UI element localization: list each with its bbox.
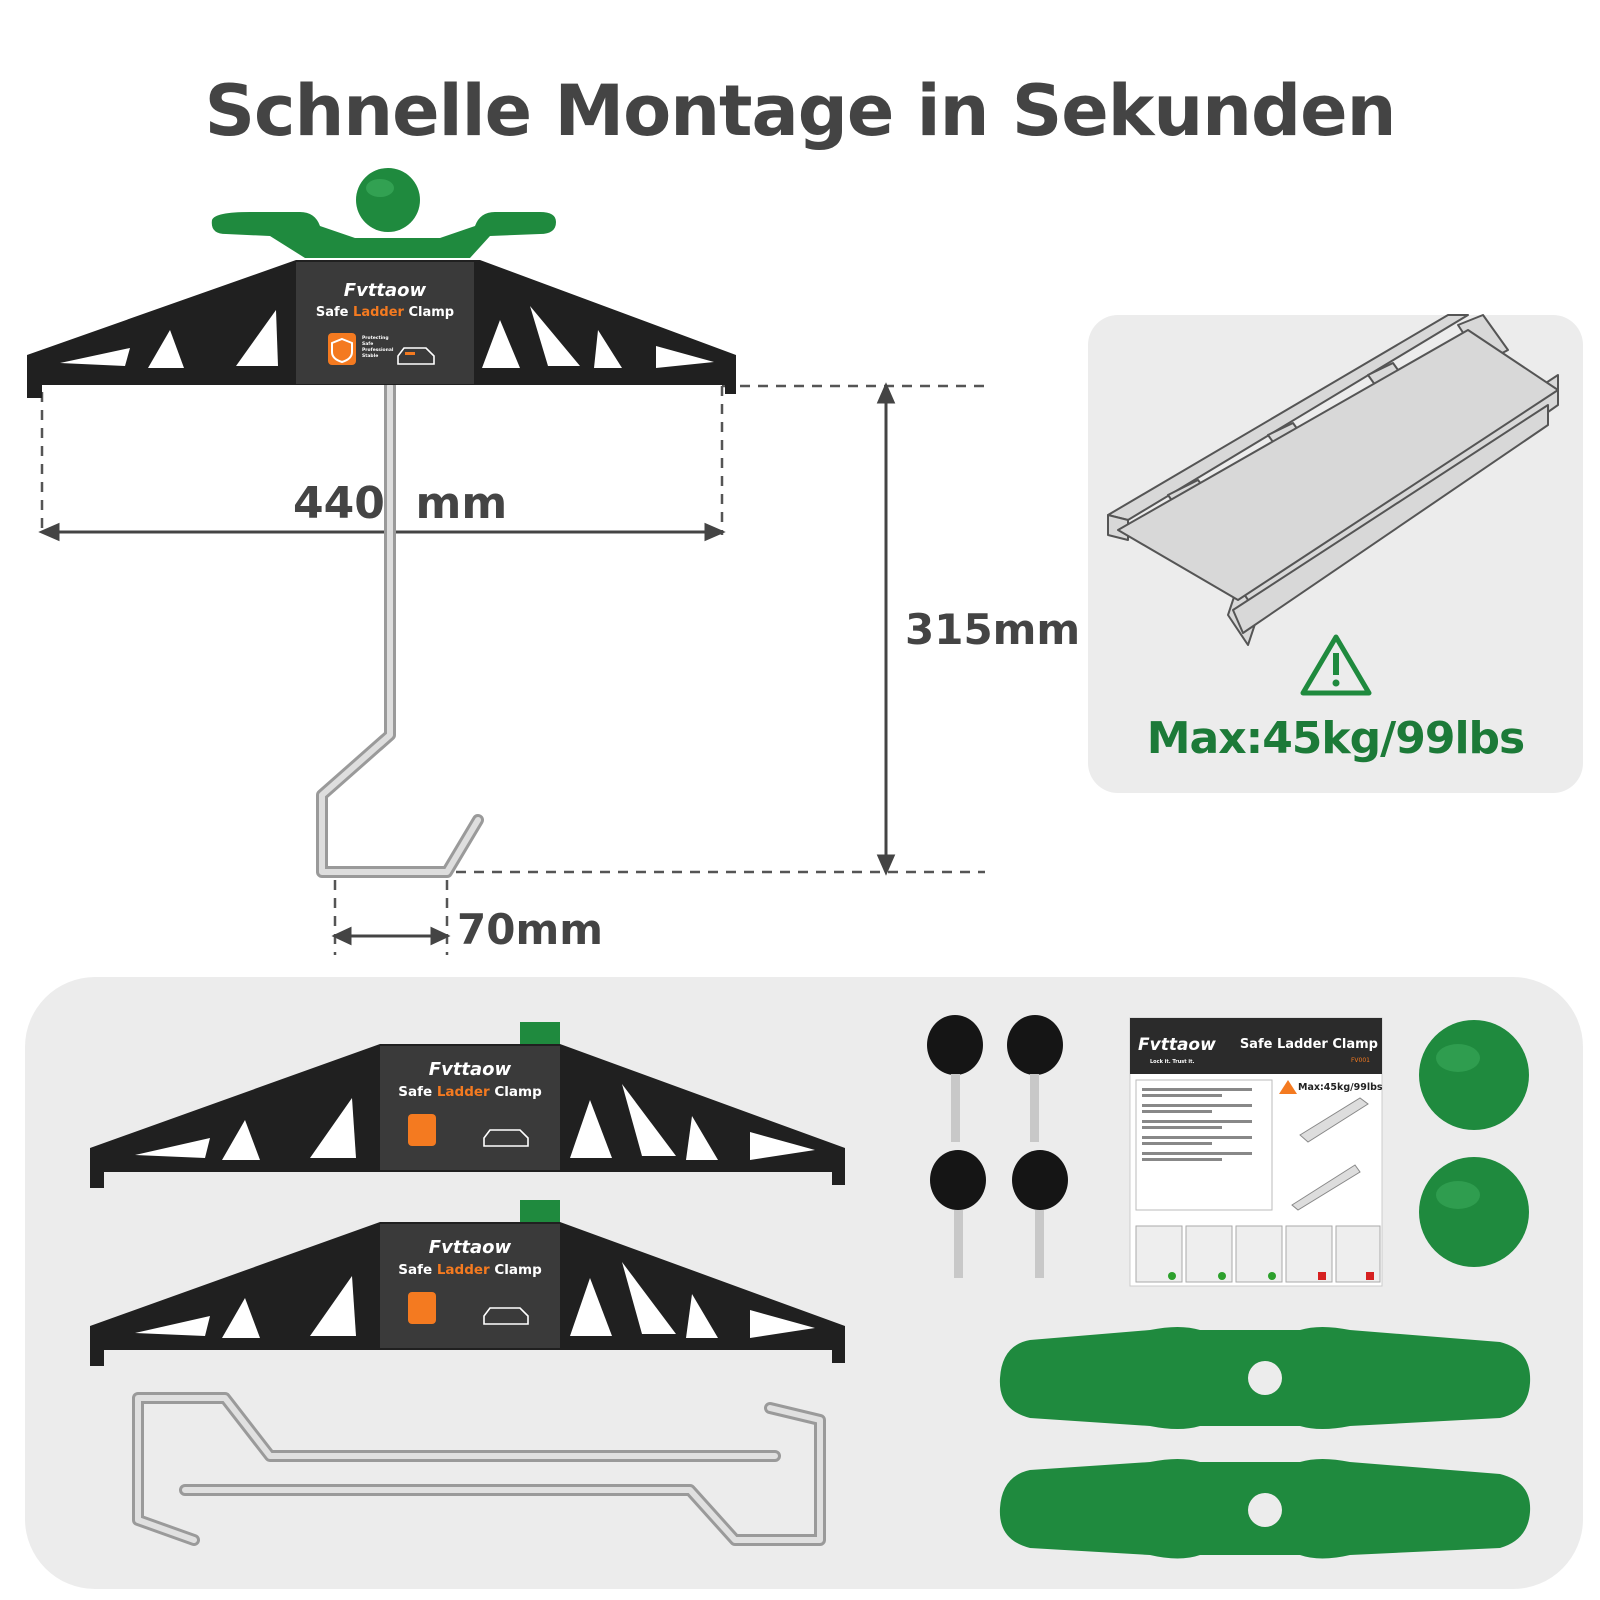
ladder-illustration bbox=[1107, 314, 1559, 696]
van-icon bbox=[397, 347, 435, 365]
svg-text:Safe: Safe bbox=[362, 341, 373, 347]
height-label: 315mm bbox=[905, 605, 1081, 654]
shield-badge-icon bbox=[408, 1114, 436, 1146]
key-icon bbox=[930, 1150, 986, 1278]
key-icons bbox=[927, 1015, 1068, 1278]
manual-title: Safe Ladder Clamp bbox=[1240, 1037, 1378, 1052]
shield-badge-icon bbox=[408, 1292, 436, 1324]
clamp-diagram: Fvttaow Safe Ladder Clamp Protecting Saf… bbox=[27, 168, 985, 955]
rod-items bbox=[132, 1392, 826, 1546]
hook-width-label: 70mm bbox=[457, 905, 603, 954]
svg-text:Safe Ladder Clamp: Safe Ladder Clamp bbox=[398, 1262, 542, 1278]
max-load-label: Max:45kg/99lbs bbox=[1146, 713, 1526, 764]
manual-brand: Fvttaow bbox=[1138, 1035, 1216, 1055]
van-icon bbox=[483, 1129, 529, 1147]
manual-card: Fvttaow Lock it. Trust it. Safe Ladder C… bbox=[1129, 1017, 1383, 1287]
svg-text:Fvttaow: Fvttaow bbox=[429, 1237, 512, 1258]
clamp-label-plate bbox=[296, 262, 474, 384]
width-label: 440 mm bbox=[293, 478, 508, 529]
page-title: Schnelle Montage in Sekunden bbox=[204, 70, 1397, 152]
svg-text:Stable: Stable bbox=[362, 353, 378, 359]
svg-text:Professional: Professional bbox=[362, 347, 394, 353]
svg-text:Protecting: Protecting bbox=[362, 335, 389, 341]
badge-lines: Protecting Safe Professional Stable bbox=[362, 335, 394, 359]
warning-icon bbox=[1300, 634, 1372, 696]
clamp-product-name: Safe Ladder Clamp bbox=[316, 305, 454, 320]
green-handle-items bbox=[999, 1327, 1531, 1559]
clamp-cutouts bbox=[60, 306, 714, 368]
key-icon bbox=[1007, 1015, 1063, 1142]
green-knob bbox=[1419, 1020, 1529, 1130]
green-top-handle bbox=[211, 212, 556, 258]
key-icon bbox=[1012, 1150, 1068, 1278]
clamp-item-2: Fvttaow Safe Ladder Clamp bbox=[90, 1200, 845, 1366]
manual-max: Max:45kg/99lbs bbox=[1298, 1082, 1383, 1093]
green-knob bbox=[1419, 1157, 1529, 1267]
svg-text:FV001: FV001 bbox=[1351, 1057, 1370, 1064]
van-icon bbox=[483, 1307, 529, 1325]
green-knob-items bbox=[1419, 1020, 1529, 1267]
dimension-arrows bbox=[38, 382, 896, 946]
manual-ladder-thumbs bbox=[1135, 1225, 1381, 1283]
green-handle bbox=[999, 1459, 1531, 1559]
green-handle bbox=[999, 1327, 1531, 1429]
hook-rod bbox=[316, 380, 484, 878]
svg-text:Lock it. Trust it.: Lock it. Trust it. bbox=[1150, 1059, 1194, 1065]
svg-text:Fvttaow: Fvttaow bbox=[429, 1059, 512, 1080]
clamp-brand: Fvttaow bbox=[344, 280, 427, 301]
clamp-item-1: Fvttaow Safe Ladder Clamp bbox=[90, 1022, 845, 1188]
svg-text:Safe Ladder Clamp: Safe Ladder Clamp bbox=[398, 1084, 542, 1100]
key-icon bbox=[927, 1015, 983, 1142]
